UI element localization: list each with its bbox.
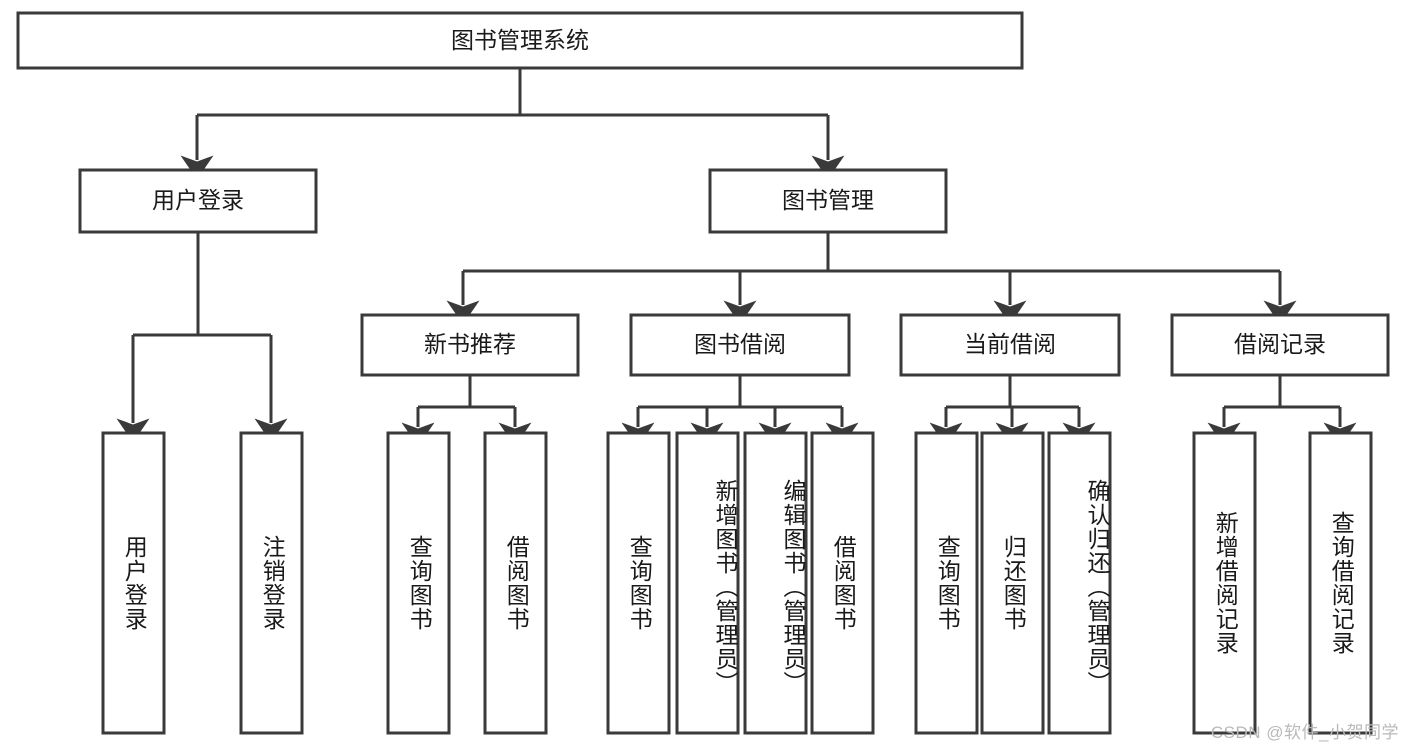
node-leaf-query-book-borrow[interactable]	[606, 431, 671, 735]
node-user-login-label: 用户登录	[152, 187, 244, 213]
node-current-borrow-label: 当前借阅	[964, 331, 1056, 357]
node-book-borrow-label: 图书借阅	[694, 331, 786, 357]
connector-book-management-to-level3	[446, 232, 1297, 325]
node-leaf-borrow-book-recommend[interactable]	[483, 431, 548, 735]
connector-book-borrow-to-leaves	[621, 375, 859, 447]
node-leaf-add-borrow-record[interactable]	[1192, 431, 1257, 735]
connector-root-to-level2	[180, 68, 845, 180]
connector-new-book-recommend-to-leaves	[401, 375, 532, 447]
node-leaf-user-login[interactable]	[101, 431, 166, 735]
node-leaf-edit-book[interactable]	[743, 431, 808, 735]
node-user-login[interactable]: 用户登录	[78, 168, 318, 234]
connector-borrow-record-to-leaves	[1207, 375, 1357, 447]
connector-user-login-to-leaves	[116, 232, 288, 443]
node-leaf-query-book-recommend[interactable]	[386, 431, 451, 735]
node-new-book-recommend-label: 新书推荐	[424, 331, 516, 357]
node-new-book-recommend[interactable]: 新书推荐	[360, 313, 580, 377]
node-leaf-query-borrow-record[interactable]	[1308, 431, 1373, 735]
node-book-management-label: 图书管理	[782, 187, 874, 213]
node-leaf-add-book[interactable]	[675, 431, 740, 735]
node-root-label: 图书管理系统	[451, 27, 589, 53]
node-borrow-record-label: 借阅记录	[1234, 331, 1326, 357]
node-borrow-record[interactable]: 借阅记录	[1170, 313, 1390, 377]
node-leaf-confirm-return[interactable]	[1047, 431, 1112, 735]
node-book-management[interactable]: 图书管理	[708, 168, 948, 234]
node-book-borrow[interactable]: 图书借阅	[629, 313, 851, 377]
watermark-text: CSDN @软件_小贺同学	[1210, 723, 1399, 742]
node-root[interactable]: 图书管理系统	[16, 11, 1024, 70]
node-leaf-return-book[interactable]	[980, 431, 1045, 735]
node-leaf-query-book-current[interactable]	[914, 431, 979, 735]
node-leaf-logout-login[interactable]	[239, 431, 304, 735]
connector-current-borrow-to-leaves	[929, 375, 1096, 447]
node-leaf-borrow-book[interactable]	[810, 431, 875, 735]
node-current-borrow[interactable]: 当前借阅	[899, 313, 1121, 377]
